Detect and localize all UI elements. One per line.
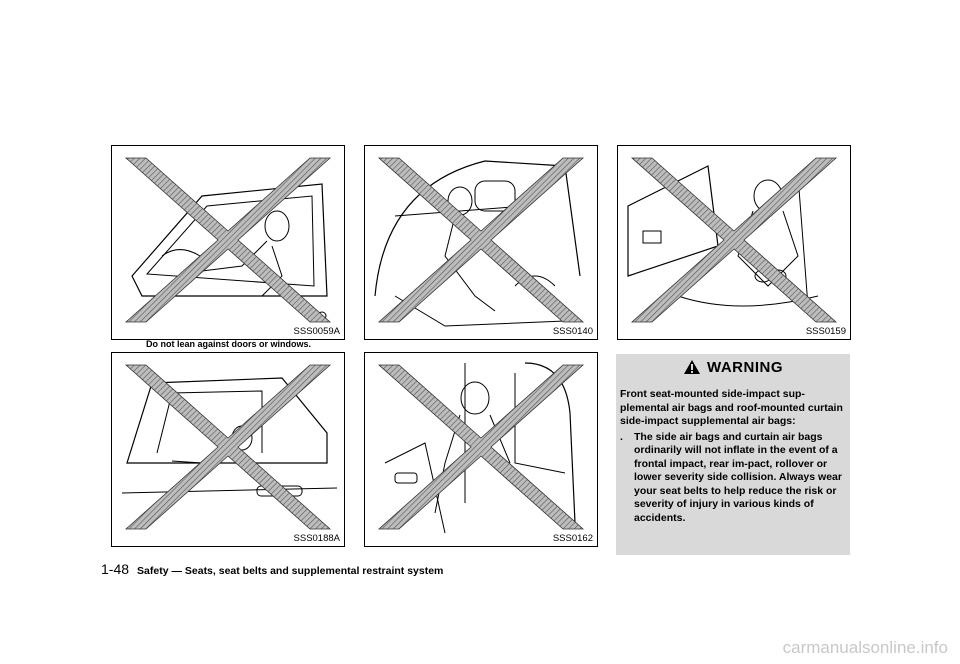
illustration-lean-door xyxy=(124,157,332,323)
figure-arm-window: SSS0188A xyxy=(111,352,345,547)
warning-intro: Front seat-mounted side-impact sup-pleme… xyxy=(620,388,843,427)
warning-box: WARNING Front seat-mounted side-impact s… xyxy=(616,354,850,555)
warning-body: Front seat-mounted side-impact sup-pleme… xyxy=(620,388,848,525)
illustration-arm-window xyxy=(121,364,338,530)
figure-caption: Do not lean against doors or windows. xyxy=(146,339,312,349)
warning-bullet-text: The side air bags and curtain air bags o… xyxy=(634,430,842,524)
figure-lean-door: SSS0059A xyxy=(111,145,345,340)
figure-rear-seat: SSS0140 xyxy=(364,145,598,340)
figure-code: SSS0140 xyxy=(552,326,593,337)
page-number: 1-48 xyxy=(101,561,130,577)
warning-title: WARNING xyxy=(707,358,783,376)
illustration-rear-seat xyxy=(374,157,585,327)
warning-header: WARNING xyxy=(616,354,850,380)
figure-code: SSS0159 xyxy=(805,326,846,337)
page-footer: 1-48 Safety — Seats, seat belts and supp… xyxy=(101,561,443,577)
illustration-child-seatbelt xyxy=(377,362,585,534)
figure-code: SSS0059A xyxy=(293,326,340,337)
figure-child-airbag: SSS0159 xyxy=(617,145,851,340)
figure-code: SSS0188A xyxy=(293,533,340,544)
figure-code: SSS0162 xyxy=(552,533,593,544)
section-title: Safety — Seats, seat belts and supplemen… xyxy=(137,565,444,577)
warning-bullet: . The side air bags and curtain air bags… xyxy=(620,431,848,526)
figure-child-seatbelt: SSS0162 xyxy=(364,352,598,547)
bullet-marker: . xyxy=(620,430,623,443)
illustration-child-airbag xyxy=(627,157,838,323)
watermark: carmanualsonline.info xyxy=(782,638,948,657)
warning-triangle-icon xyxy=(684,360,700,374)
